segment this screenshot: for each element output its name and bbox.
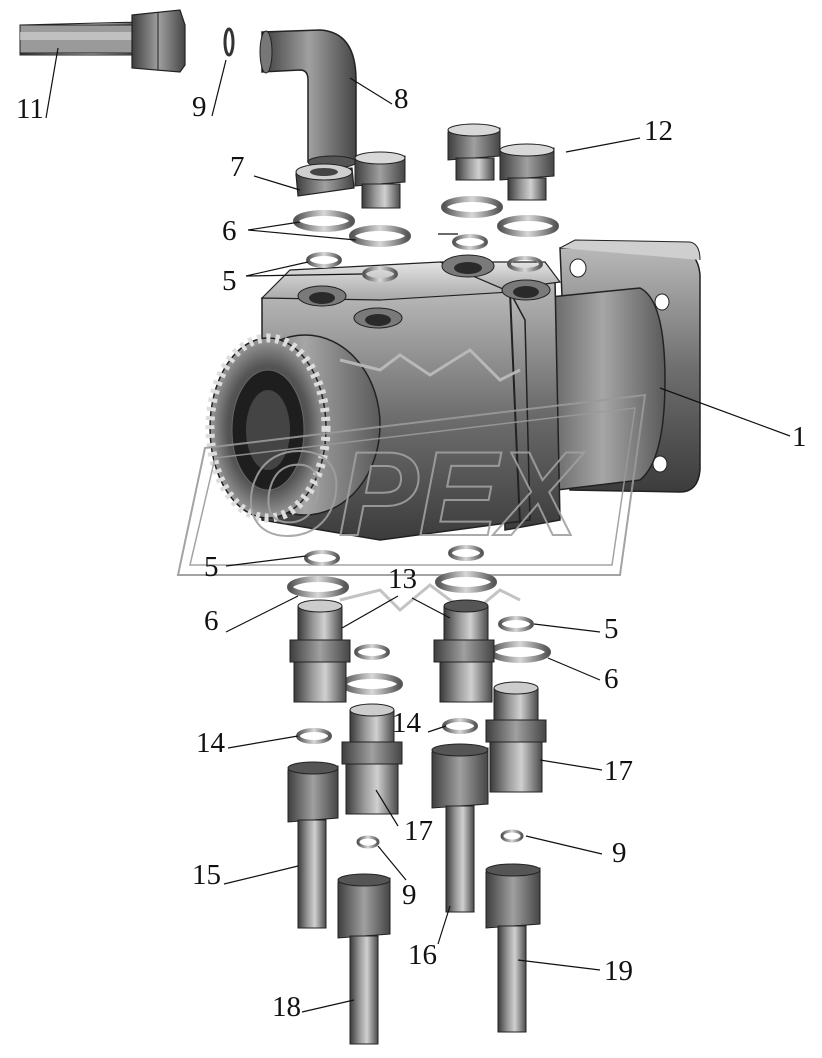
label-16: 16 [408,939,437,971]
plug-a [354,151,406,209]
pipe-part-11 [19,9,186,73]
label-11: 11 [16,93,44,125]
tube-part-16 [431,743,489,913]
label-15: 15 [192,859,221,891]
leader-lines [45,47,791,1013]
watermark-text: OPEX [245,427,585,561]
seal-rings-top [293,196,559,282]
label-6-top: 6 [222,215,237,247]
label-6-mid: 6 [204,605,219,637]
seal-rings-bottom [287,545,551,849]
label-8: 8 [394,83,409,115]
plug-b [447,123,501,181]
tube-part-15 [287,761,339,929]
label-7: 7 [230,151,245,183]
part-labels: 11 9 8 7 12 6 5 1 5 13 6 5 6 14 14 17 17… [16,83,807,1023]
nut-part-7 [295,163,355,197]
label-5-right: 5 [604,613,619,645]
elbow-fitting-part-8 [259,29,357,169]
label-19: 19 [604,955,633,987]
label-17-left: 17 [404,815,433,847]
label-9-right: 9 [612,837,627,869]
label-9-bottom: 9 [402,879,417,911]
tube-part-18 [337,873,391,1045]
watermark: OPEX [176,348,647,617]
label-17-right: 17 [604,755,633,787]
adapter-part-13-right [433,599,495,703]
label-13: 13 [388,563,417,595]
label-18: 18 [272,991,301,1023]
label-14-right: 14 [392,707,422,739]
label-9-top: 9 [192,91,207,123]
seal-ring-9-top [223,27,235,57]
label-6-right: 6 [604,663,619,695]
label-1: 1 [792,421,807,453]
plug-part-12 [499,143,555,201]
label-14-left: 14 [196,727,226,759]
adapter-part-13-left [289,599,351,703]
label-5-top: 5 [222,265,237,297]
label-5-mid: 5 [204,551,219,583]
adapter-part-17-right [485,681,547,793]
adapter-part-17-left [341,703,403,815]
tube-part-19 [485,863,541,1033]
label-12: 12 [644,115,673,147]
